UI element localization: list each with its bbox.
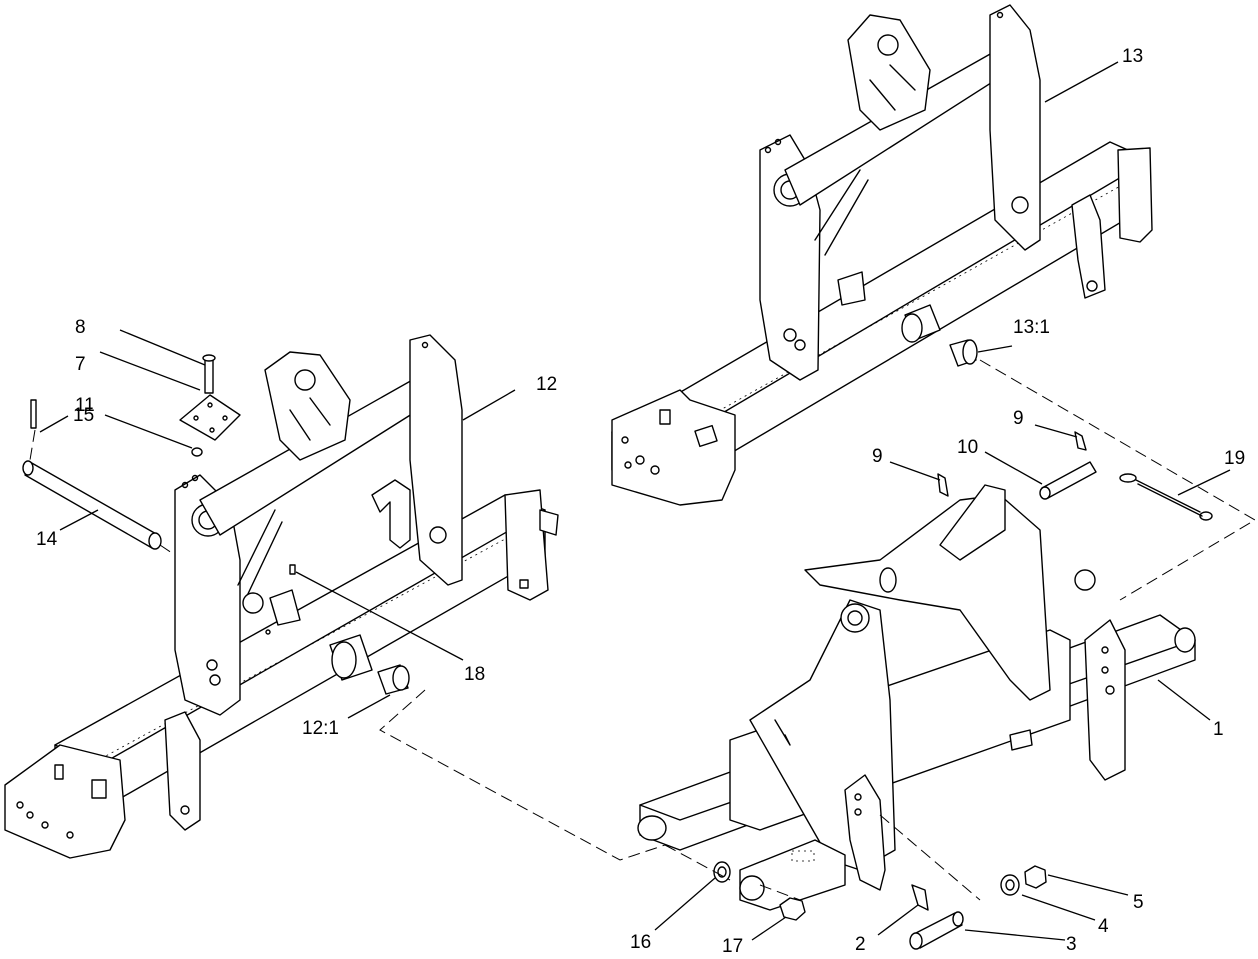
callout-labels: 1 2 3 4 5 7 8 9 9 10 11 12 12:1 13 13:1 … [36,46,1245,957]
callout-4: 4 [1098,916,1109,937]
callout-13: 13 [1122,46,1143,67]
callout-12: 12 [536,374,557,395]
clevis-pin-10 [1039,461,1097,500]
callout-2: 2 [855,934,866,955]
callout-7: 7 [75,354,86,375]
callout-11: 11 [75,395,95,416]
callout-9-left: 9 [872,446,883,467]
callout-16: 16 [630,932,651,953]
callout-1: 1 [1213,719,1224,740]
washer-4 [1000,874,1020,896]
hairpin-9-right [1074,431,1087,451]
roll-pin-15 [30,399,37,429]
callout-12-1: 12:1 [302,718,339,739]
bushing-large-12 [329,634,373,681]
callout-leaders [39,61,1231,941]
callout-3: 3 [1066,934,1077,955]
bushing-13-1 [949,339,978,367]
callout-10: 10 [957,437,978,458]
hairpin-2 [911,884,929,911]
callout-17: 17 [722,936,743,957]
callout-14: 14 [36,529,58,550]
callout-15: 15 [73,405,94,426]
clevis-pin-3 [909,911,964,950]
lift-arm-frame-left [4,334,559,859]
nut-5 [1024,865,1047,889]
lanyard-19 [1119,473,1213,521]
bushing-12-1 [377,664,410,695]
plate-7 [179,394,241,441]
nut-17 [779,897,806,921]
washer-16 [713,861,731,883]
pivot-pin-14 [22,460,162,550]
callout-19: 19 [1224,448,1245,469]
assembly-lines [29,359,1256,901]
lift-arm-frame-upper [611,4,1153,506]
callout-5: 5 [1133,892,1144,913]
callout-13-1: 13:1 [1013,317,1050,338]
fitting-18 [289,564,296,575]
carrier-frame-1 [637,484,1196,911]
hairpin-9-left [937,473,949,497]
callout-8: 8 [75,317,86,338]
bolt-8 [202,354,216,394]
callout-9-right: 9 [1013,408,1024,429]
fitting-11 [191,447,203,457]
callout-18: 18 [464,664,485,685]
